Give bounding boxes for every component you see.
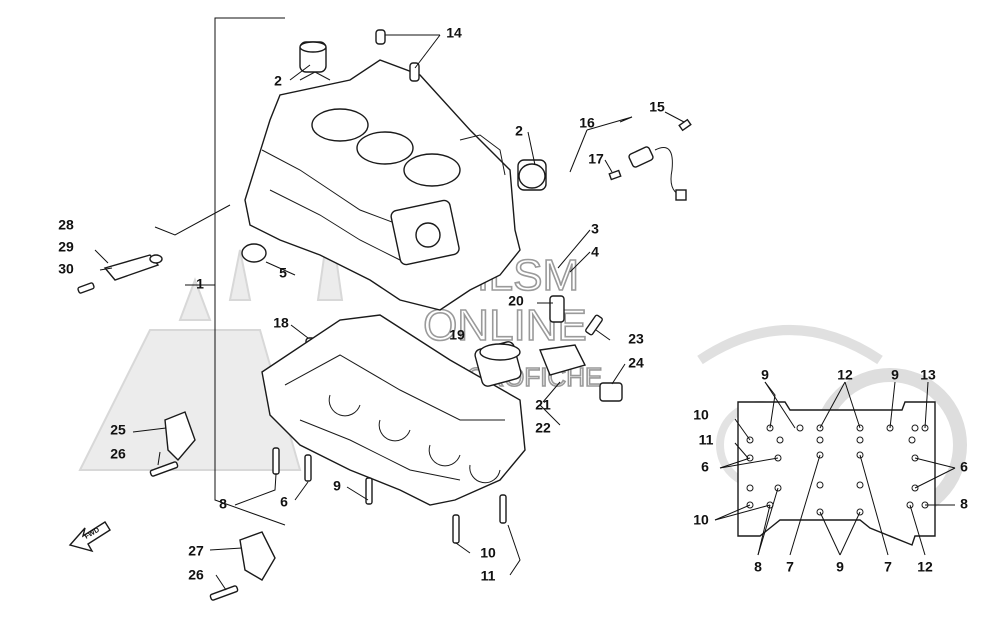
callout-30: 30 <box>58 261 74 277</box>
leader-lines <box>94 34 956 591</box>
oil-filter <box>474 341 522 387</box>
callout-26: 26 <box>110 446 126 462</box>
callout-7: 7 <box>884 559 892 575</box>
oil-pressure-sensor <box>549 295 565 323</box>
callout-8: 8 <box>754 559 762 575</box>
callout-21: 21 <box>535 397 551 413</box>
sensor-connector <box>599 382 623 402</box>
oil-fitting <box>539 344 587 376</box>
callout-25: 25 <box>110 422 126 438</box>
bolt-10 <box>452 514 460 544</box>
callout-11: 11 <box>699 432 714 448</box>
upper-crankcase <box>244 59 521 311</box>
bolt-26b <box>209 585 239 601</box>
callout-24: 24 <box>628 355 644 371</box>
bolt-11 <box>499 494 507 524</box>
mount-bracket-27 <box>239 531 276 581</box>
callout-22: 22 <box>535 420 551 436</box>
callout-17: 17 <box>588 151 604 167</box>
callout-9: 9 <box>761 367 769 383</box>
mount-bracket-25 <box>164 411 196 462</box>
callout-12: 12 <box>837 367 853 383</box>
forward-arrow: FWD <box>68 521 111 553</box>
callout-6: 6 <box>280 494 288 510</box>
callout-4: 4 <box>591 244 599 260</box>
callout-12: 12 <box>917 559 933 575</box>
callout-16: 16 <box>579 115 595 131</box>
bolt-23 <box>585 314 603 336</box>
callout-10: 10 <box>693 512 709 528</box>
callout-6: 6 <box>960 459 968 475</box>
callout-8: 8 <box>219 496 227 512</box>
bolt-6 <box>304 454 312 482</box>
breather-fitting <box>77 254 163 294</box>
callout-23: 23 <box>628 331 644 347</box>
bolt-8 <box>272 447 280 475</box>
callout-19: 19 <box>449 327 465 343</box>
callout-20: 20 <box>508 293 524 309</box>
engine-mount-bushing <box>299 41 547 191</box>
bolt-tightening-pattern <box>737 401 936 546</box>
callout-11: 11 <box>481 568 496 584</box>
crankcase-plug <box>241 243 267 263</box>
callout-3: 3 <box>591 221 599 237</box>
callout-2: 2 <box>515 123 523 139</box>
callout-7: 7 <box>786 559 794 575</box>
callout-8: 8 <box>960 496 968 512</box>
lower-crankcase <box>261 314 526 506</box>
bolt-9 <box>365 477 373 505</box>
callout-26: 26 <box>188 567 204 583</box>
callout-14: 14 <box>446 25 462 41</box>
callout-9: 9 <box>836 559 844 575</box>
callout-9: 9 <box>891 367 899 383</box>
callout-5: 5 <box>279 265 287 281</box>
callout-13: 13 <box>920 367 936 383</box>
part-callouts: 1 2 2 14 15 16 17 3 4 5 20 23 24 19 21 2… <box>58 25 968 584</box>
callout-9: 9 <box>333 478 341 494</box>
callout-15: 15 <box>649 99 665 115</box>
callout-28: 28 <box>58 217 74 233</box>
callout-29: 29 <box>58 239 74 255</box>
bolt-26a <box>149 461 179 477</box>
callout-10: 10 <box>693 407 709 423</box>
callout-10: 10 <box>480 545 496 561</box>
temperature-sensor-harness <box>608 118 692 201</box>
assembly-bracket <box>214 17 286 526</box>
callout-1: 1 <box>196 276 204 292</box>
callout-27: 27 <box>188 543 204 559</box>
callout-2: 2 <box>274 73 282 89</box>
callout-18: 18 <box>273 315 289 331</box>
callout-6: 6 <box>701 459 709 475</box>
